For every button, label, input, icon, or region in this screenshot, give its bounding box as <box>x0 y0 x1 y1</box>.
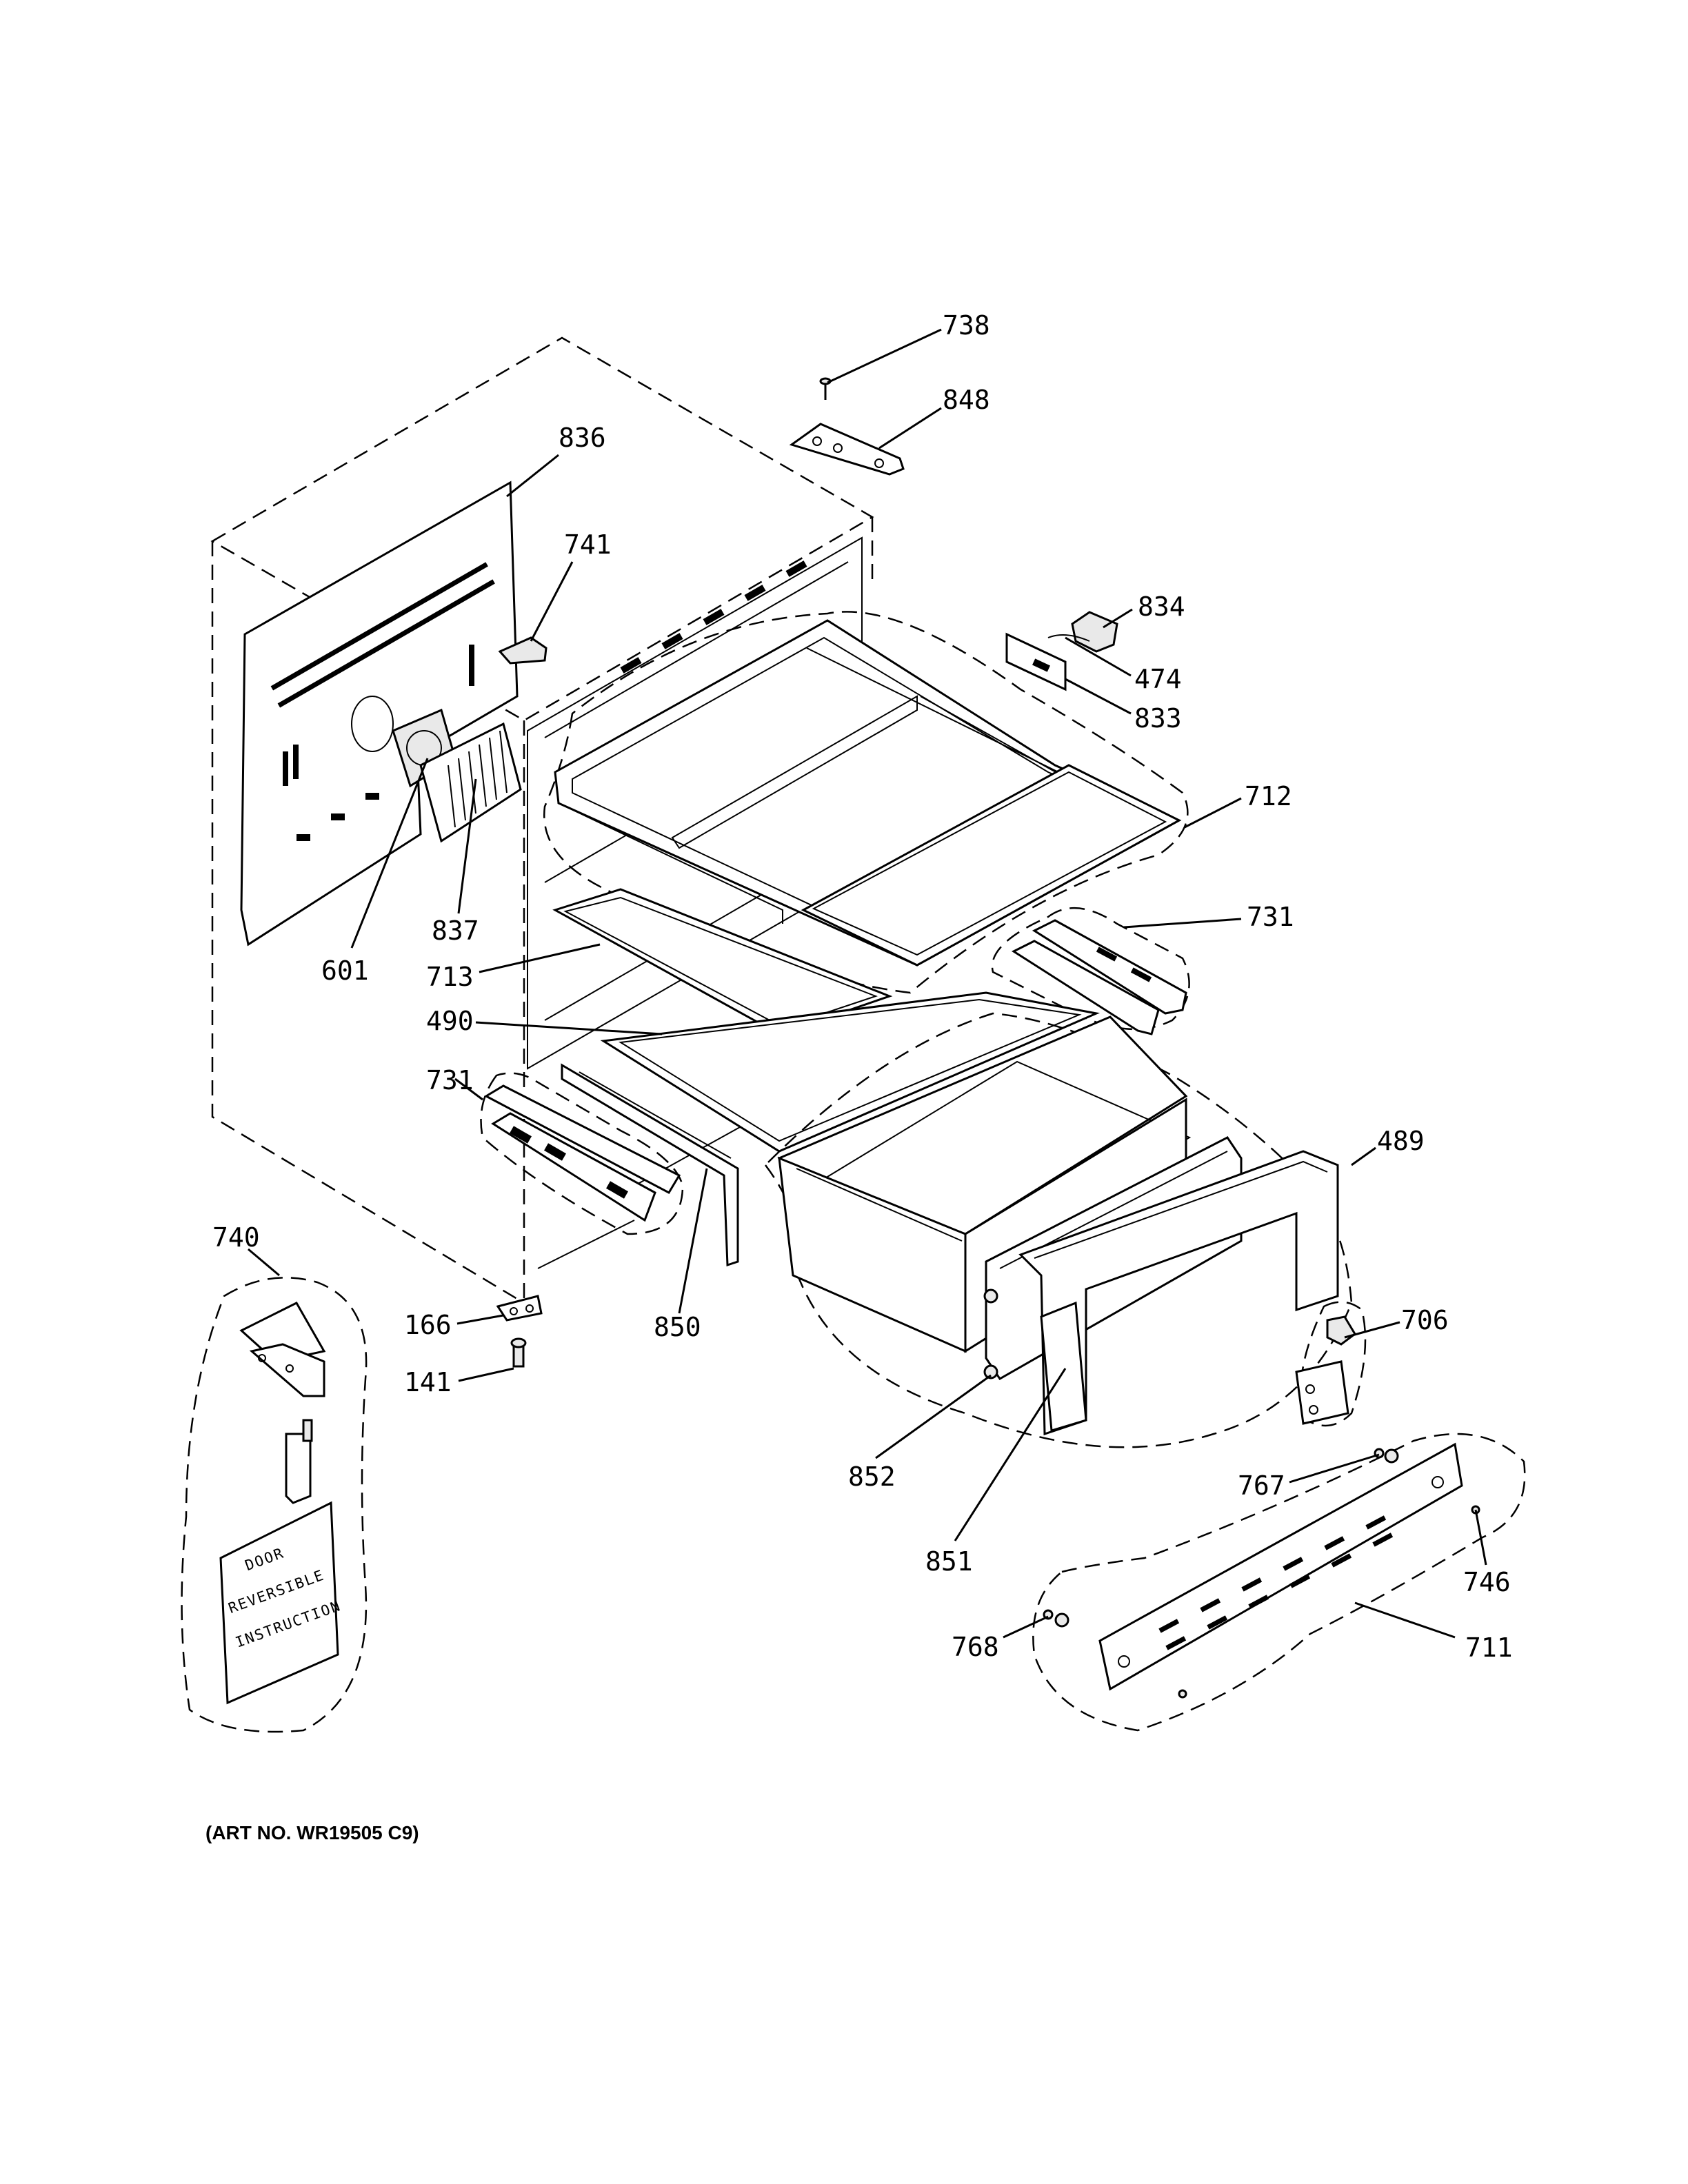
callout-741: 741 <box>564 529 612 560</box>
callout-738: 738 <box>943 310 990 341</box>
callout-labels: 738 848 836 741 834 474 833 712 731 837 … <box>212 310 1513 1663</box>
callout-731-right: 731 <box>1247 902 1294 932</box>
drawer-front-panel <box>1018 1150 1339 1436</box>
callout-706: 706 <box>1401 1305 1449 1335</box>
kit-hinge-plate <box>239 1302 326 1397</box>
callout-851: 851 <box>925 1546 973 1577</box>
callout-713: 713 <box>426 962 474 992</box>
grille-group-outline <box>1032 1433 1526 1732</box>
callout-768: 768 <box>952 1632 999 1662</box>
thermostat-switch <box>1047 611 1118 653</box>
bottom-hinge-bracket <box>496 1295 543 1322</box>
control-housing <box>1005 632 1067 691</box>
toe-grille <box>1098 1442 1463 1691</box>
callout-836: 836 <box>559 423 606 453</box>
rear-cover-panel <box>240 481 519 947</box>
shelf-group-outline <box>543 611 1189 994</box>
left-slide-group-outline <box>480 1072 684 1235</box>
door-kit-outline <box>181 1277 368 1733</box>
art-number: (ART NO. WR19505 C9) <box>205 1822 419 1843</box>
leader-lines <box>248 328 1487 1639</box>
hinge-pin <box>510 1337 527 1368</box>
drawer-handle <box>1040 1301 1087 1432</box>
callout-141: 141 <box>404 1367 452 1397</box>
grille-screws <box>1043 1448 1480 1699</box>
callout-601: 601 <box>321 956 369 986</box>
fan-shroud <box>419 722 522 843</box>
left-drawer-slides <box>483 1084 681 1222</box>
callout-474: 474 <box>1134 664 1182 694</box>
callout-837: 837 <box>432 916 479 946</box>
drawer-group-outline <box>764 1012 1353 1448</box>
glass-shelf <box>552 888 893 1035</box>
callout-850: 850 <box>654 1312 701 1342</box>
right-drawer-slides <box>1011 919 1187 1035</box>
drawer-rail <box>561 1063 739 1267</box>
callout-490: 490 <box>426 1006 474 1036</box>
cabinet-outline <box>210 336 874 1304</box>
small-cover <box>498 636 547 665</box>
lower-hinge <box>1295 1315 1356 1425</box>
callout-833: 833 <box>1134 703 1182 734</box>
shelf-frame <box>554 619 1182 967</box>
drawer-bumpers <box>983 1288 998 1379</box>
callout-712: 712 <box>1245 781 1292 811</box>
callout-834: 834 <box>1138 592 1185 622</box>
callout-852: 852 <box>848 1462 896 1492</box>
crisper-cover-glass <box>600 991 1101 1153</box>
callout-848: 848 <box>943 385 990 415</box>
kit-hinge-pin <box>285 1419 313 1504</box>
right-slide-group-outline <box>991 907 1190 1031</box>
callout-731-left: 731 <box>426 1065 474 1095</box>
top-hinge <box>789 423 905 476</box>
callout-740: 740 <box>212 1222 260 1253</box>
callout-489: 489 <box>1377 1126 1425 1156</box>
callout-767: 767 <box>1238 1470 1285 1501</box>
callout-746: 746 <box>1463 1567 1511 1597</box>
instruction-card: DOOR REVERSIBLE INSTRUCTION <box>219 1501 343 1705</box>
callout-166: 166 <box>404 1310 452 1340</box>
callout-711: 711 <box>1465 1632 1513 1663</box>
